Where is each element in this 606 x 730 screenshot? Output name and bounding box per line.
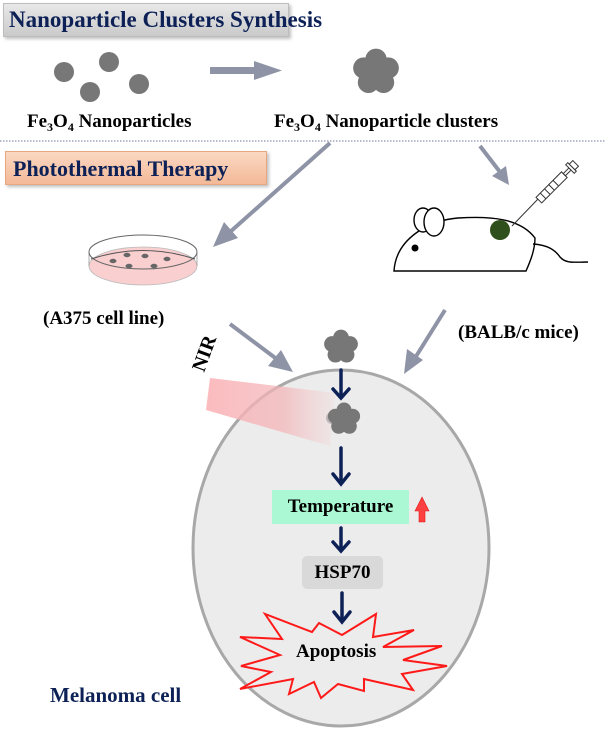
hsp70-box: HSP70 <box>302 556 383 589</box>
mouse-icon <box>393 207 589 272</box>
incoming-cluster-icon <box>324 329 358 363</box>
apoptosis-starburst-icon <box>239 611 448 700</box>
mice-label: (BALB/c mice) <box>458 322 579 343</box>
arrow-to-mouse-icon <box>478 144 509 185</box>
clusters-label: Fe3O4 Nanoparticle clusters <box>274 111 499 134</box>
arrow-from-dish-icon <box>228 322 293 372</box>
nanoparticles-icon <box>54 52 149 102</box>
flow-arrow-icon <box>331 368 351 401</box>
flow-arrow-icon <box>331 446 351 487</box>
melanoma-cell-label: Melanoma cell <box>50 683 182 707</box>
increase-arrow-icon <box>414 496 430 523</box>
arrow-from-mouse-icon <box>404 308 447 374</box>
syringe-icon <box>511 159 580 227</box>
nanoparticle-cluster-icon <box>353 48 399 94</box>
flow-arrow-icon <box>331 526 351 554</box>
petri-dish-icon <box>88 234 198 286</box>
nir-beam <box>206 378 335 446</box>
tumor-icon <box>490 220 510 240</box>
nanoparticle <box>54 62 74 82</box>
cell-line-label: (A375 cell line) <box>43 308 165 329</box>
apoptosis-label: Apoptosis <box>296 641 377 662</box>
nanoparticles-label: Fe3O4 Nanoparticles <box>27 111 192 134</box>
temperature-box: Temperature <box>272 490 409 524</box>
nanoparticle <box>129 74 149 94</box>
nanoparticle <box>80 82 100 102</box>
synthesis-arrow-icon <box>210 61 282 80</box>
arrow-to-dish-icon <box>213 141 332 247</box>
nanoparticle <box>99 52 119 72</box>
section-banner-photothermal: Photothermal Therapy <box>5 151 267 185</box>
flow-arrow-icon <box>332 591 352 625</box>
section-banner-synthesis: Nanoparticle Clusters Synthesis <box>3 3 322 37</box>
mouse-eye <box>411 244 419 252</box>
